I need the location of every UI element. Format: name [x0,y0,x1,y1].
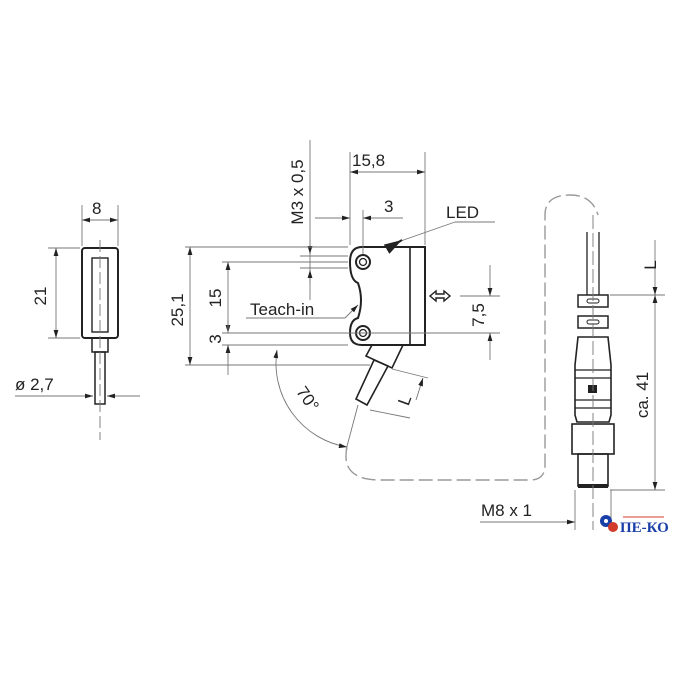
label-body-length: 15,8 [352,151,385,170]
company-logo: ПЕ-КО [600,515,669,536]
cable [354,358,390,407]
mount-hole-top [355,254,371,270]
label-led: LED [446,203,479,222]
label-connector-length: ca. 41 [633,372,652,418]
logo-text: ПЕ-КО [620,520,669,536]
label-total-height: 25,1 [168,293,187,326]
label-cable-length-left: L [394,392,415,407]
label-angle: 70° [292,383,322,415]
label-front-height: 21 [31,287,50,306]
label-cable-length-right: L [641,260,660,269]
front-view [15,205,140,440]
label-optical-axis: 7,5 [469,303,488,327]
label-teach-in: Teach-in [250,300,314,319]
label-connector-thread: M8 x 1 [481,501,532,520]
sensor-body [348,246,426,346]
connector-led [588,385,597,393]
label-cable-diameter: ø 2,7 [15,375,54,394]
side-view [185,140,599,481]
cable-dashed-path [345,194,599,481]
connector-view [480,215,665,530]
label-bottom-offset: 3 [206,334,225,343]
label-front-width: 8 [92,199,101,218]
connector-body [574,336,612,423]
double-arrow-icon [428,289,452,303]
label-hole-offset: 3 [384,197,393,216]
label-thread: M3 x 0,5 [288,159,307,224]
label-hole-spacing: 15 [206,289,225,308]
